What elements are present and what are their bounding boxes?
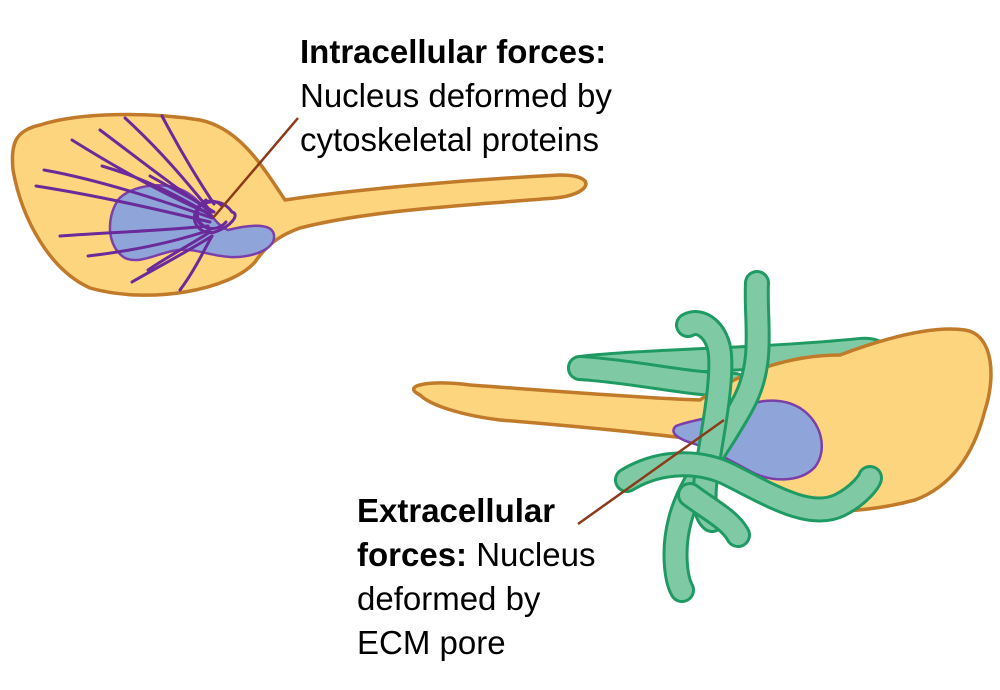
extracellular-forces-label: Extracellular forces: Nucleus deformed b… — [357, 489, 595, 665]
extracellular-heading-line2: forces: — [357, 536, 468, 573]
intracellular-forces-label: Intracellular forces: Nucleus deformed b… — [300, 30, 612, 162]
leader-line-extracellular — [577, 418, 725, 526]
cell-intracellular — [10, 112, 588, 297]
extracellular-heading-line1: Extracellular — [357, 492, 556, 529]
cell-extracellular — [411, 270, 993, 603]
extracellular-line4: ECM pore — [357, 624, 506, 661]
extracellular-line3: deformed by — [357, 580, 541, 617]
extracellular-line2-rest: Nucleus — [467, 536, 596, 573]
cytoskeleton-fibers — [34, 114, 237, 292]
leader-line-intracellular — [212, 117, 299, 219]
intracellular-line2: cytoskeletal proteins — [300, 121, 599, 158]
nucleus-intracellular — [108, 184, 276, 262]
intracellular-line1: Nucleus deformed by — [300, 77, 612, 114]
ecm-fibers-front — [614, 270, 883, 603]
intracellular-heading: Intracellular forces: — [300, 33, 607, 70]
